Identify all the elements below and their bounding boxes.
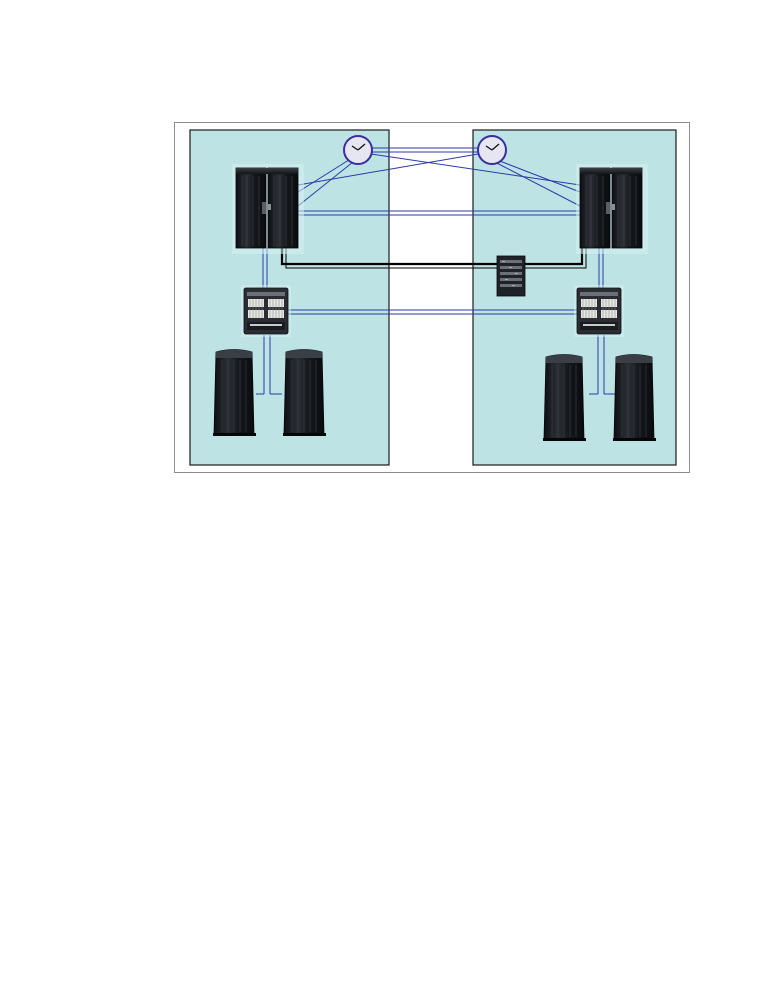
site-a-mainframe-mainframe-icon — [231, 163, 305, 255]
coupling-switch-icon — [496, 255, 526, 297]
site-a-time-server-clock-icon — [343, 135, 373, 165]
site-b-storage-2-storage-icon — [612, 354, 657, 442]
site-b-time-server-clock-icon — [477, 135, 507, 165]
site-b-storage-1-storage-icon — [542, 354, 587, 442]
diagram-frame — [174, 122, 690, 473]
site-a-storage-1-storage-icon — [212, 349, 257, 437]
blue-links — [256, 147, 616, 395]
site-a-fc-director-switch-icon — [240, 284, 292, 338]
site-b-fc-director-switch-icon — [573, 284, 625, 338]
site-a-storage-2-storage-icon — [282, 349, 327, 437]
topology-diagram — [174, 122, 690, 473]
site-b-mainframe-mainframe-icon — [575, 163, 649, 255]
